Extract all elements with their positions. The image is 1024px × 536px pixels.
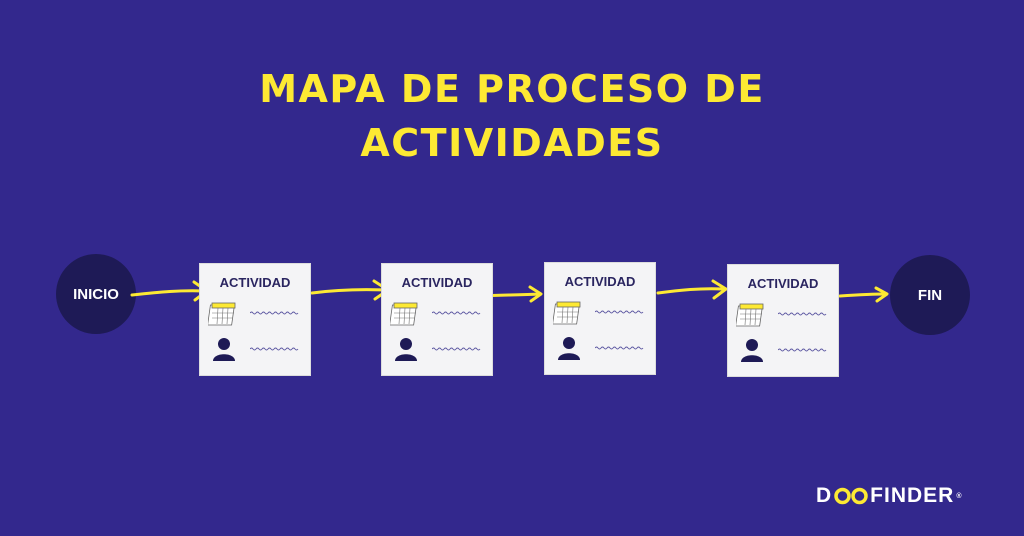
end-node: FIN: [890, 255, 970, 335]
logo-suffix: FINDER: [870, 484, 955, 507]
activity-card: ACTIVIDAD: [381, 263, 493, 376]
squiggle-line: [432, 347, 481, 351]
diagram-title-line2: ACTIVIDADES: [360, 121, 664, 165]
activity-label: ACTIVIDAD: [219, 275, 291, 290]
calendar-icon: [553, 301, 581, 325]
activity-label: ACTIVIDAD: [564, 274, 636, 289]
calendar-icon: [736, 303, 764, 327]
calendar-icon: [208, 302, 236, 326]
user-icon: [558, 337, 580, 360]
squiggle-line: [778, 312, 827, 316]
user-icon: [395, 338, 417, 361]
activity-card: ACTIVIDAD: [727, 264, 839, 377]
user-icon: [741, 339, 763, 362]
activity-label: ACTIVIDAD: [401, 275, 473, 290]
squiggle-line: [250, 347, 299, 351]
start-node: INICIO: [56, 254, 136, 334]
activity-label: ACTIVIDAD: [747, 276, 819, 291]
start-label: INICIO: [73, 285, 119, 303]
infinity-oo-icon: [834, 487, 868, 505]
logo-prefix: D: [816, 484, 833, 507]
squiggle-line: [595, 310, 644, 314]
end-label: FIN: [917, 286, 943, 304]
activity-card: ACTIVIDAD: [199, 263, 311, 376]
diagram-title-line1: MAPA DE PROCESO DE: [259, 67, 765, 111]
calendar-icon: [390, 302, 418, 326]
squiggle-line: [778, 348, 827, 352]
squiggle-line: [250, 311, 299, 315]
registered-mark: ®: [956, 492, 963, 500]
doofinder-logo: D FINDER ®: [816, 484, 963, 508]
squiggle-line: [432, 311, 481, 315]
activity-card: ACTIVIDAD: [544, 262, 656, 375]
squiggle-line: [595, 346, 644, 350]
user-icon: [213, 338, 235, 361]
